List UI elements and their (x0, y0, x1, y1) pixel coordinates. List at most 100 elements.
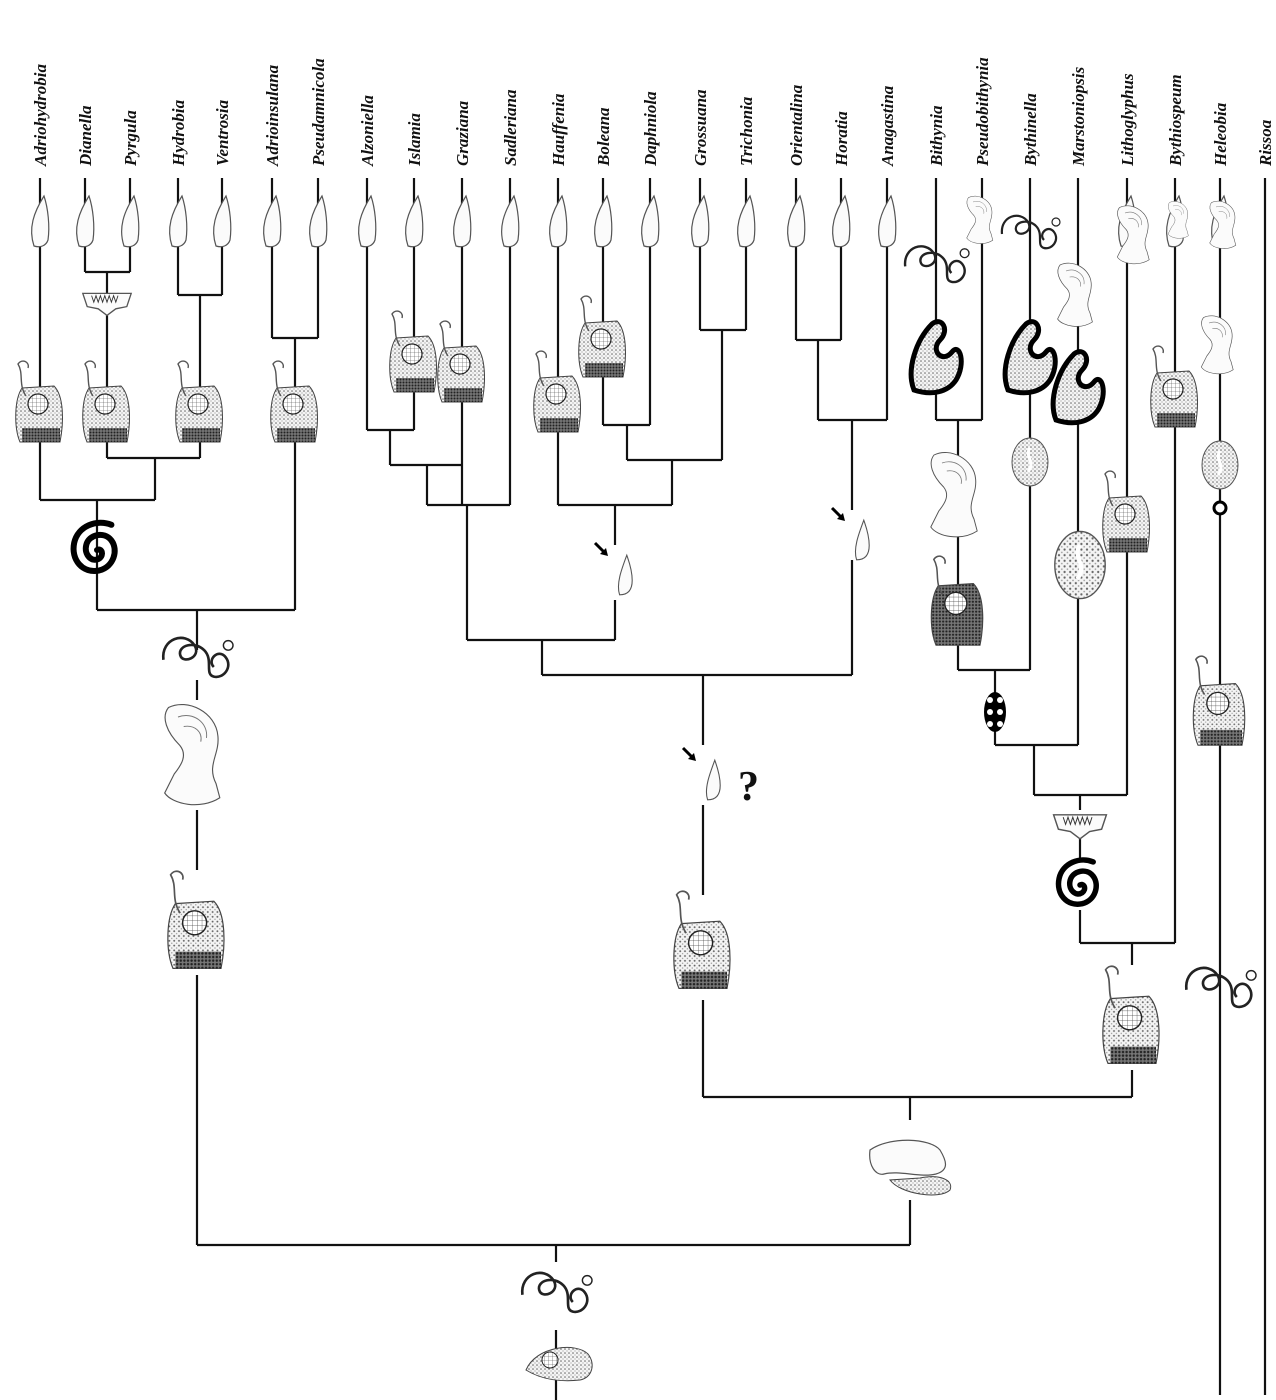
arrow-icon (681, 746, 696, 761)
taxon-label-horatia: Horatia (832, 111, 851, 167)
ganglion-icon (987, 709, 993, 715)
ganglion-icon (997, 709, 1003, 715)
stomach-icon (966, 195, 994, 244)
penis-icon (617, 553, 633, 596)
female-genitalia-icon (437, 320, 485, 403)
taxon-label-hydrobia: Hydrobia (169, 99, 188, 167)
radula-tooth-icon (641, 194, 660, 248)
coiled-duct-icon (1185, 966, 1257, 1009)
female-genitalia-icon (15, 360, 63, 443)
taxon-label-lithoglyphus: Lithoglyphus (1118, 73, 1137, 167)
taxon-label-grossuana: Grossuana (691, 89, 710, 166)
female-genitalia-icon (578, 295, 626, 378)
taxon-label-trichonia: Trichonia (737, 96, 756, 166)
radula-tooth-icon (121, 194, 140, 248)
arrow-icon (593, 541, 608, 556)
female-genitalia-icon (1102, 470, 1150, 553)
taxon-label-ventrosia: Ventrosia (213, 99, 232, 166)
female-genitalia-icon (533, 350, 581, 433)
taxon-label-bithynia: Bithynia (927, 105, 946, 167)
radula-tooth-icon (691, 194, 710, 248)
coiled-duct-icon (908, 319, 964, 396)
stomach-icon (1116, 205, 1150, 265)
female-genitalia-icon (1150, 345, 1198, 428)
radula-tooth-icon (309, 194, 328, 248)
radula-tooth-icon (594, 194, 613, 248)
radula-tooth-icon (737, 194, 756, 248)
stomach-icon (930, 452, 978, 538)
female-genitalia-icon (167, 870, 225, 970)
taxon-label-bythinella: Bythinella (1021, 93, 1040, 167)
taxon-label-sadleriana: Sadleriana (501, 89, 520, 166)
taxon-label-marstoniopsis: Marstoniopsis (1069, 66, 1088, 167)
stomach-icon (869, 1139, 952, 1196)
ganglion-icon (1054, 530, 1106, 600)
radula-tooth-icon (31, 194, 50, 248)
arrow-icon (830, 506, 845, 521)
radula-tooth-icon (832, 194, 851, 248)
taxon-label-islamia: Islamia (405, 113, 424, 167)
taxon-label-orientalina: Orientalina (787, 84, 806, 166)
coiled-duct-icon (903, 245, 970, 284)
taxon-label-pseudobithynia: Pseudobithynia (973, 57, 992, 167)
spiral-oviduct-icon (1055, 857, 1099, 907)
taxon-label-alzoniella: Alzoniella (358, 95, 377, 167)
radula-tooth-icon (213, 194, 232, 248)
ganglion-icon (1011, 437, 1049, 487)
radula-tooth-icon (169, 194, 188, 248)
stomach-icon (1057, 262, 1093, 327)
radula-tooth-icon (549, 194, 568, 248)
stomach-icon (1167, 201, 1189, 239)
spiral-oviduct-icon (70, 519, 118, 574)
uncertain-mark: ? (738, 764, 759, 810)
female-genitalia-icon (1102, 965, 1160, 1065)
taxon-label-pseudamnicola: Pseudamnicola (309, 58, 328, 167)
stomach-icon (164, 703, 221, 806)
coiled-duct-icon (1002, 319, 1058, 396)
taxon-label-rissoa: Rissoa (1256, 119, 1275, 167)
stomach-icon (1209, 200, 1237, 249)
ganglion-icon (987, 697, 993, 703)
coiled-duct-icon (1050, 349, 1106, 426)
female-genitalia-icon (673, 890, 731, 990)
radula-tooth-icon (1052, 814, 1108, 840)
stomach-icon (1200, 315, 1234, 375)
stomach-icon (525, 1347, 593, 1382)
female-genitalia-icon (389, 310, 437, 393)
taxon-label-bythiospeum: Bythiospeum (1166, 74, 1185, 167)
taxon-label-hauffenia: Hauffenia (549, 93, 568, 167)
taxon-label-daphniola: Daphniola (641, 91, 660, 167)
radula-tooth-icon (787, 194, 806, 248)
taxon-label-pyrgula: Pyrgula (121, 110, 140, 167)
taxon-label-boleana: Boleana (594, 107, 613, 167)
radula-tooth-icon (405, 194, 424, 248)
radula-tooth-icon (81, 292, 133, 317)
radula-tooth-icon (76, 194, 95, 248)
taxon-label-adriohydrobia: Adriohydrobia (31, 63, 50, 167)
taxon-label-dianella: Dianella (76, 105, 95, 167)
female-genitalia-icon (82, 360, 130, 443)
ganglion-icon (987, 721, 993, 727)
radula-tooth-icon (501, 194, 520, 248)
ganglion-icon (1201, 440, 1239, 490)
coiled-duct-icon (1000, 214, 1061, 250)
female-genitalia-icon (175, 360, 223, 443)
radula-tooth-icon (358, 194, 377, 248)
radula-tooth-icon (878, 194, 897, 248)
coiled-duct-icon (521, 1271, 593, 1314)
penis-icon (854, 518, 870, 561)
female-genitalia-icon (270, 360, 318, 443)
taxon-label-adrioinsulana: Adrioinsulana (263, 64, 282, 167)
female-genitalia-icon (1192, 655, 1246, 746)
taxon-label-graziana: Graziana (453, 100, 472, 166)
radula-tooth-icon (263, 194, 282, 248)
coiled-duct-icon (162, 636, 234, 679)
taxon-label-anagastina: Anagastina (878, 85, 897, 167)
ganglion-icon (997, 721, 1003, 727)
penis-icon (705, 758, 721, 801)
female-genitalia-icon (930, 555, 984, 646)
ganglion-icon (997, 697, 1003, 703)
radula-tooth-icon (453, 194, 472, 248)
ganglion-icon (1212, 500, 1228, 516)
